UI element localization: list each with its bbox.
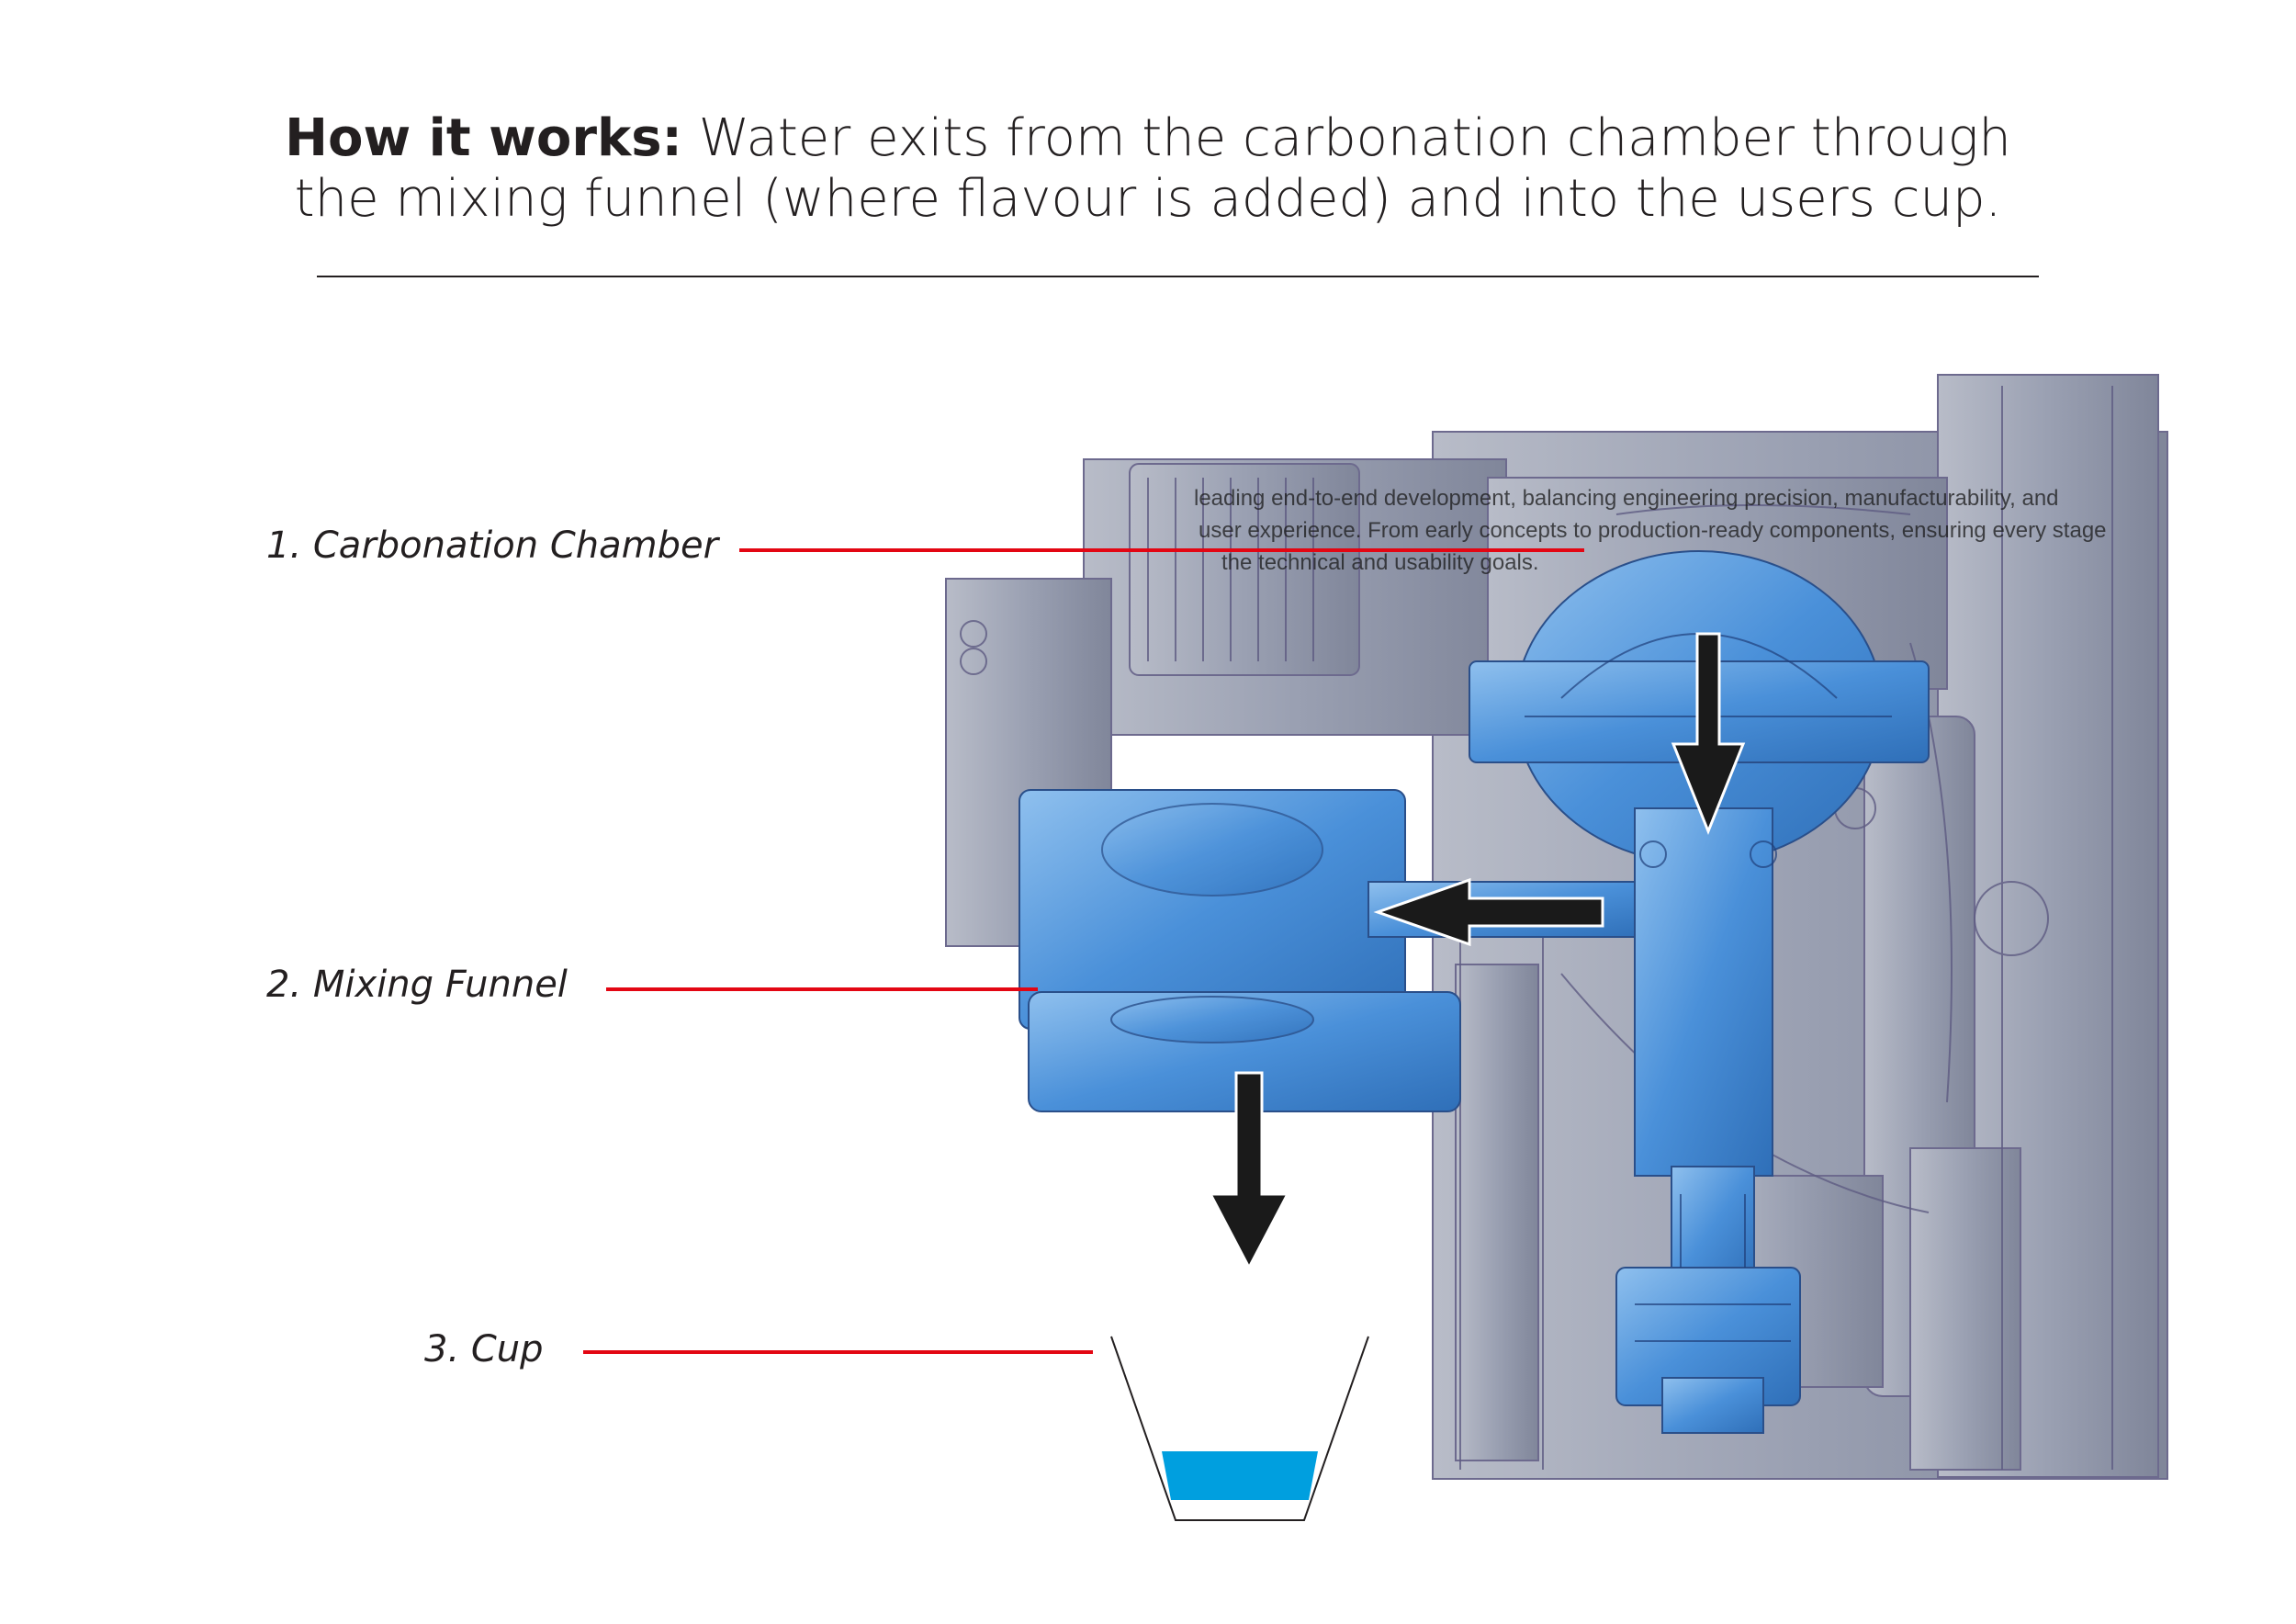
header-line-2: the mixing funnel (where flavour is adde… — [294, 169, 2002, 229]
arrow-down-chamber — [1671, 632, 1746, 836]
flow-arrows — [1208, 632, 1746, 1271]
header-bold-lead: How it works: — [285, 108, 682, 168]
overlay-text: leading end-to-end development, balancin… — [1194, 486, 2107, 575]
callout-mixing-funnel: 2. Mixing Funnel — [266, 964, 568, 1006]
arrow-down-cup — [1208, 1071, 1290, 1271]
callout-cup: 3. Cup — [424, 1328, 544, 1370]
arrow-left-funnel — [1373, 877, 1604, 947]
cup-outline — [1110, 1336, 1369, 1521]
cup — [1110, 1336, 1369, 1521]
header-line-1: How it works: Water exits from the carbo… — [0, 108, 2296, 169]
overlay-text-line-3: the technical and usability goals. — [1221, 550, 1539, 575]
callout-carbonation-chamber: 1. Carbonation Chamber — [266, 524, 719, 567]
leader-line-cup — [583, 1350, 1093, 1354]
leader-line-carbonation-chamber — [739, 548, 1584, 552]
page-header: How it works: Water exits from the carbo… — [0, 108, 2296, 230]
header-line1-rest: Water exits from the carbonation chamber… — [681, 108, 2011, 168]
header-divider — [317, 276, 2039, 277]
overlay-text-line-2: user experience. From early concepts to … — [1199, 518, 2107, 543]
water-fill — [1162, 1451, 1318, 1500]
leader-line-mixing-funnel — [606, 987, 1038, 991]
overlay-text-line-1: leading end-to-end development, balancin… — [1194, 486, 2059, 511]
